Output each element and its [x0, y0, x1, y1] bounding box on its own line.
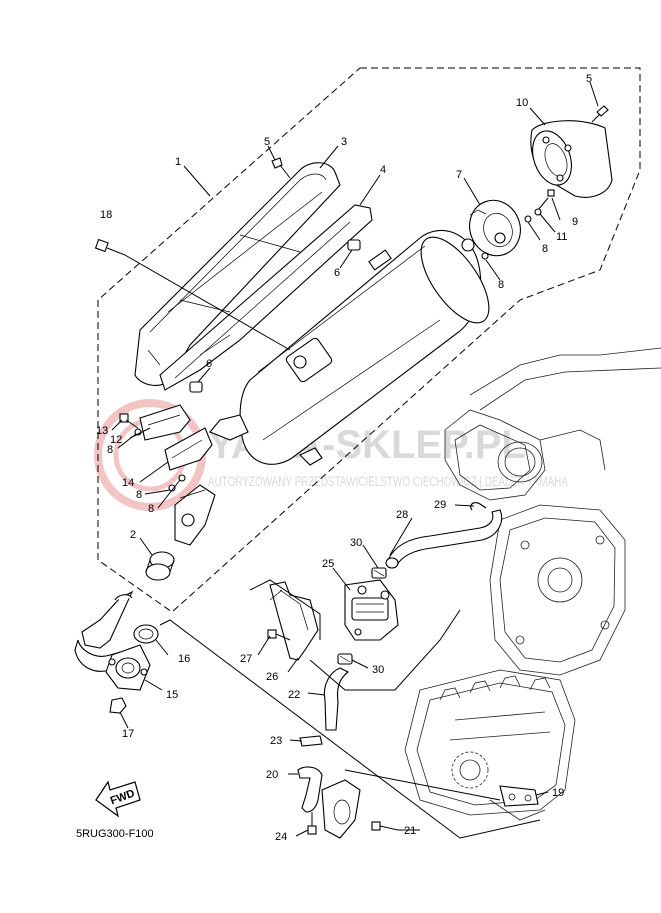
- callout-18: 18: [100, 209, 112, 221]
- callout-30-lower: 30: [372, 664, 384, 676]
- exhaust-pipe-15: [74, 590, 151, 691]
- callout-8-shield-upper: 8: [107, 444, 113, 456]
- clip-23: [299, 735, 323, 747]
- end-cover-10: [530, 120, 613, 198]
- clamp-30-lower: [337, 653, 353, 665]
- callout-29: 29: [434, 499, 446, 511]
- protector-3: [134, 162, 341, 386]
- shield-12: [139, 404, 191, 441]
- muffler-body: [209, 229, 490, 466]
- shield-14: [164, 427, 213, 471]
- hose-22: [323, 667, 350, 731]
- leader-18-line: [124, 254, 291, 351]
- callout-21: 21: [404, 825, 416, 837]
- callout-3: 3: [341, 136, 347, 148]
- callout-28: 28: [396, 509, 408, 521]
- washer-11: [534, 208, 542, 216]
- callout-8-cap-lower: 8: [498, 279, 504, 291]
- gasket-16: [133, 624, 159, 644]
- callout-27: 27: [240, 653, 252, 665]
- bracket-4: [159, 204, 373, 391]
- bracket-26: [269, 581, 319, 661]
- callout-5-cap: 5: [586, 73, 592, 85]
- callout-8-shield-lower: 8: [148, 503, 154, 515]
- callout-8-shield-mid: 8: [136, 489, 142, 501]
- callout-15: 15: [166, 689, 178, 701]
- callout-2: 2: [130, 529, 136, 541]
- callout-22: 22: [288, 689, 300, 701]
- callout-13: 13: [96, 425, 108, 437]
- hose-28: [385, 509, 503, 569]
- washer-8-cap: [481, 215, 532, 260]
- nut-17: [109, 697, 127, 714]
- callout-10: 10: [516, 97, 528, 109]
- screw-5-protector: [271, 157, 291, 179]
- callout-12: 12: [110, 434, 122, 446]
- flange-area: [174, 484, 216, 546]
- assembly-boundary: [97, 67, 641, 613]
- crankcase-outline: [489, 504, 626, 676]
- reed-valve-25: [344, 579, 399, 641]
- callout-7: 7: [456, 169, 462, 181]
- bolt-13: [119, 413, 139, 429]
- screw-5-top: [591, 105, 609, 123]
- bolt-27: [267, 629, 291, 641]
- callout-20: 20: [266, 769, 278, 781]
- callout-16: 16: [178, 653, 190, 665]
- plate-19: [321, 779, 539, 839]
- pipe-20: [297, 766, 323, 813]
- callout-11: 11: [556, 231, 567, 243]
- cylinder-head-outline: [404, 669, 576, 821]
- bolt-18: [94, 238, 126, 256]
- callout-5-protector: 5: [264, 136, 270, 148]
- callout-26: 26: [266, 671, 278, 683]
- screw-24: [307, 812, 317, 835]
- callout-30-upper: 30: [350, 537, 362, 549]
- clamp-30-upper: [371, 567, 387, 579]
- frame-outline: [444, 347, 661, 501]
- fwd-arrow-label: FWD: [109, 787, 137, 807]
- bolt-21: [371, 821, 399, 831]
- callouts: 1 2 3 4 5 5 6 6 7 8 8 8 8 8 9 10 11 12 1…: [96, 73, 592, 843]
- gasket-2: [145, 551, 175, 581]
- callout-4: 4: [380, 164, 386, 176]
- leader-lines: [111, 81, 599, 839]
- callout-14: 14: [122, 477, 134, 489]
- nut-6-lower: [189, 381, 203, 393]
- callout-23: 23: [270, 735, 282, 747]
- callout-6-lower: 6: [206, 358, 212, 370]
- watermark-sub: AUTORYZOWANY PRZEDSTAWICIELSTWO CIECHOWI…: [208, 473, 568, 489]
- bolt-9: [537, 189, 555, 211]
- fwd-arrow: FWD: [95, 780, 141, 818]
- callout-9: 9: [572, 216, 578, 228]
- callout-17: 17: [122, 728, 134, 740]
- diagram-code: 5RUG300-F100: [76, 828, 154, 840]
- callout-1: 1: [175, 156, 181, 168]
- callout-19: 19: [552, 787, 564, 799]
- clip-29: [470, 501, 487, 511]
- callout-6-upper: 6: [334, 267, 340, 279]
- callout-25: 25: [322, 558, 334, 570]
- nut-6-upper: [347, 239, 361, 251]
- callout-8-cap-upper: 8: [542, 243, 548, 255]
- end-cap-7: [469, 199, 521, 257]
- callout-24: 24: [275, 831, 287, 843]
